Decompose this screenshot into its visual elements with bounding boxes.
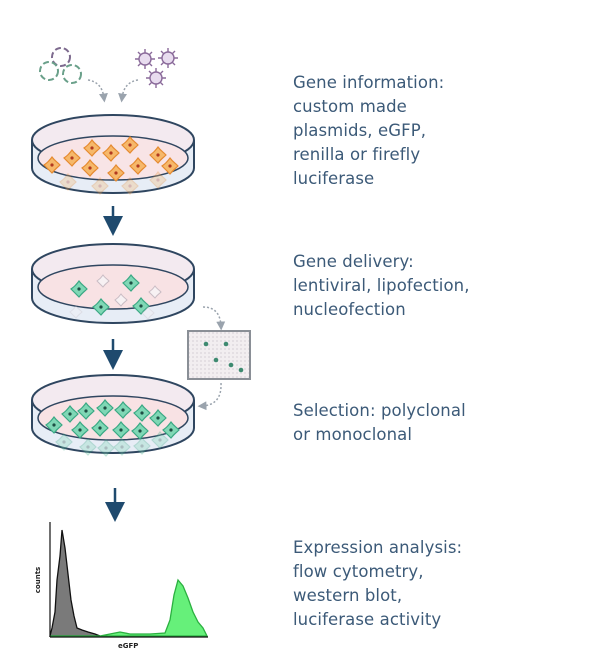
- virus-icons: [135, 48, 178, 88]
- dashed-arrow: [118, 79, 139, 103]
- y-axis-label: counts: [34, 567, 42, 593]
- dashed-arrow: [87, 79, 108, 103]
- x-axis-label: eGFP: [118, 642, 138, 650]
- dashed-arrow: [202, 306, 226, 331]
- histogram-control-peak: [49, 529, 101, 637]
- flow-cytometry-histogram: eGFP counts: [34, 522, 209, 650]
- petri-dish-2: [31, 243, 195, 324]
- petri-dish-3: [31, 374, 195, 457]
- petri-dish-1: [31, 114, 195, 195]
- plasmid-icons: [39, 47, 82, 84]
- step-gene-delivery: Gene delivery: lentiviral, lipofection, …: [293, 252, 470, 319]
- dashed-arrow: [197, 382, 222, 411]
- histogram-egfp-peak: [50, 578, 209, 637]
- step-selection: Selection: polyclonal or monoclonal: [293, 401, 466, 444]
- step-gene-information: Gene information: custom made plasmids, …: [293, 73, 445, 188]
- step-expression-analysis: Expression analysis: flow cytometry, wes…: [293, 538, 463, 629]
- clonal-plate-icon: [187, 330, 251, 380]
